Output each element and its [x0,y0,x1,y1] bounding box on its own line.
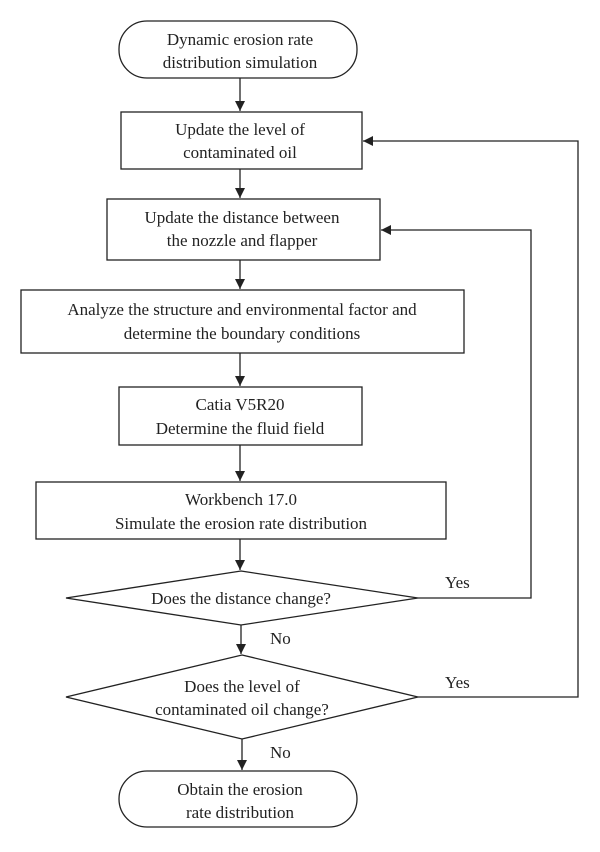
end-line-2: rate distribution [186,803,295,822]
oil-decision-line-2: contaminated oil change? [155,700,329,719]
distance-yes-label: Yes [445,573,470,592]
arrow-distance-yes-loop [381,225,532,599]
start-line-2: distribution simulation [163,53,318,72]
update-oil-line-1: Update the level of [175,120,305,139]
update-oil-line-2: contaminated oil [183,143,297,162]
distance-change-decision: Does the distance change? [65,570,419,626]
catia-fluid-field-node: Catia V5R20 Determine the fluid field [118,386,363,446]
update-distance-node: Update the distance between the nozzle a… [106,198,381,261]
analyze-line-1: Analyze the structure and environmental … [67,300,417,319]
oil-decision-line-1: Does the level of [184,677,300,696]
start-node: Dynamic erosion rate distribution simula… [118,20,358,79]
analyze-line-2: determine the boundary conditions [124,324,361,343]
end-node: Obtain the erosion rate distribution [118,770,358,828]
analyze-structure-node: Analyze the structure and environmental … [20,289,465,354]
arrow-oil-yes-loop [363,136,579,698]
end-line-1: Obtain the erosion [177,780,303,799]
distance-no-label: No [270,629,291,648]
catia-line-1: Catia V5R20 [196,395,285,414]
workbench-line-2: Simulate the erosion rate distribution [115,514,368,533]
start-line-1: Dynamic erosion rate [167,30,313,49]
distance-decision-text: Does the distance change? [151,589,331,608]
update-distance-line-1: Update the distance between [145,208,340,227]
update-oil-level-node: Update the level of contaminated oil [120,111,363,170]
update-distance-line-2: the nozzle and flapper [167,231,318,250]
oil-no-label: No [270,743,291,762]
oil-change-decision: Does the level of contaminated oil chang… [65,654,419,740]
oil-yes-label: Yes [445,673,470,692]
workbench-simulation-node: Workbench 17.0 Simulate the erosion rate… [35,481,447,540]
workbench-line-1: Workbench 17.0 [185,490,297,509]
catia-line-2: Determine the fluid field [156,419,325,438]
